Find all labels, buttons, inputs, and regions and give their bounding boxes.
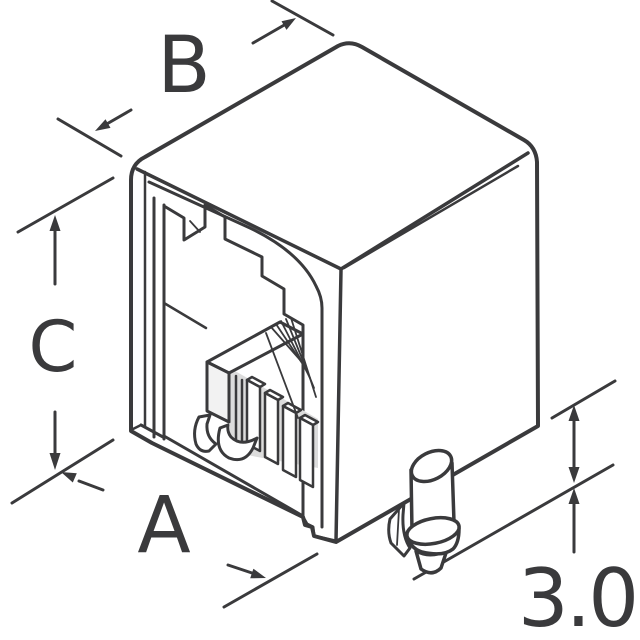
- fin-face: [263, 391, 280, 466]
- extension-line: [16, 176, 115, 234]
- housing-front-right-corner: [334, 268, 343, 543]
- peg-tab: [387, 501, 412, 558]
- connector-housing: [129, 41, 540, 544]
- dimension-standoff-label: 3.0: [518, 552, 636, 640]
- fin-face: [281, 404, 298, 479]
- dimension-arrow-shaft: [226, 563, 254, 575]
- dimension-arrow-icon: [568, 405, 580, 421]
- dimension-b-label: B: [157, 21, 211, 111]
- dimension-arrow-icon: [49, 453, 61, 470]
- latch-notch-step-profile: [162, 203, 305, 519]
- housing-top-front-edge: [135, 167, 343, 271]
- cavity-floor-front-edge: [162, 434, 305, 518]
- extension-line: [222, 552, 319, 609]
- dimension-arrow-icon: [568, 467, 580, 483]
- peg-cylinder-top: [409, 448, 454, 484]
- contact-wire: [290, 317, 317, 398]
- fin-face: [298, 416, 315, 489]
- dimension-a: A: [61, 472, 319, 609]
- dimension-c-label: C: [29, 306, 78, 388]
- dimension-arrow-icon: [49, 215, 61, 231]
- dimension-arrow-icon: [568, 488, 580, 504]
- cavity-floor-back-edge: [162, 301, 208, 330]
- left-wall-bottom-corner: [129, 423, 143, 432]
- housing-outline: [129, 41, 540, 544]
- left-wall-bottom-edge: [139, 423, 165, 439]
- contact-wire: [265, 332, 299, 419]
- mounting-peg: [387, 448, 461, 575]
- wire-hooks: [193, 413, 259, 462]
- extension-line: [56, 117, 123, 158]
- fin-face: [245, 378, 262, 453]
- contact-fins: [245, 375, 320, 489]
- opening-frame-rounded-corner: [147, 180, 324, 529]
- hook-left: [193, 413, 218, 453]
- dimension-arrow-shaft: [103, 108, 133, 127]
- dimension-b: B: [56, 0, 335, 158]
- right-wall-foot: [301, 515, 338, 543]
- extension-line: [550, 379, 617, 420]
- dimension-arrow-icon: [281, 18, 296, 30]
- peg-tab-fold: [396, 508, 400, 546]
- dimension-arrow-icon: [95, 119, 111, 131]
- extension-line: [270, 0, 335, 37]
- dimension-a-label: A: [137, 481, 190, 571]
- dimension-arrow-icon: [61, 472, 77, 483]
- peg-collar-rim: [405, 515, 461, 547]
- contact-wires: [265, 317, 317, 419]
- dimension-arrow-shaft: [251, 22, 288, 45]
- housing-top-right-edge: [339, 151, 530, 271]
- dimension-arrow-icon: [250, 568, 266, 579]
- extension-line: [10, 438, 115, 505]
- housing-top-right-inner-edge: [342, 164, 520, 270]
- latch-notch-accent: [189, 220, 201, 233]
- dimension-arrow-shaft: [77, 479, 105, 492]
- dimension-c: C: [10, 176, 115, 505]
- hook-right: [216, 423, 259, 462]
- contact-block-front: [205, 360, 231, 424]
- dimension-standoff: 3.0: [412, 379, 639, 640]
- board-reference-line: [412, 463, 615, 581]
- contact-block: [193, 317, 320, 489]
